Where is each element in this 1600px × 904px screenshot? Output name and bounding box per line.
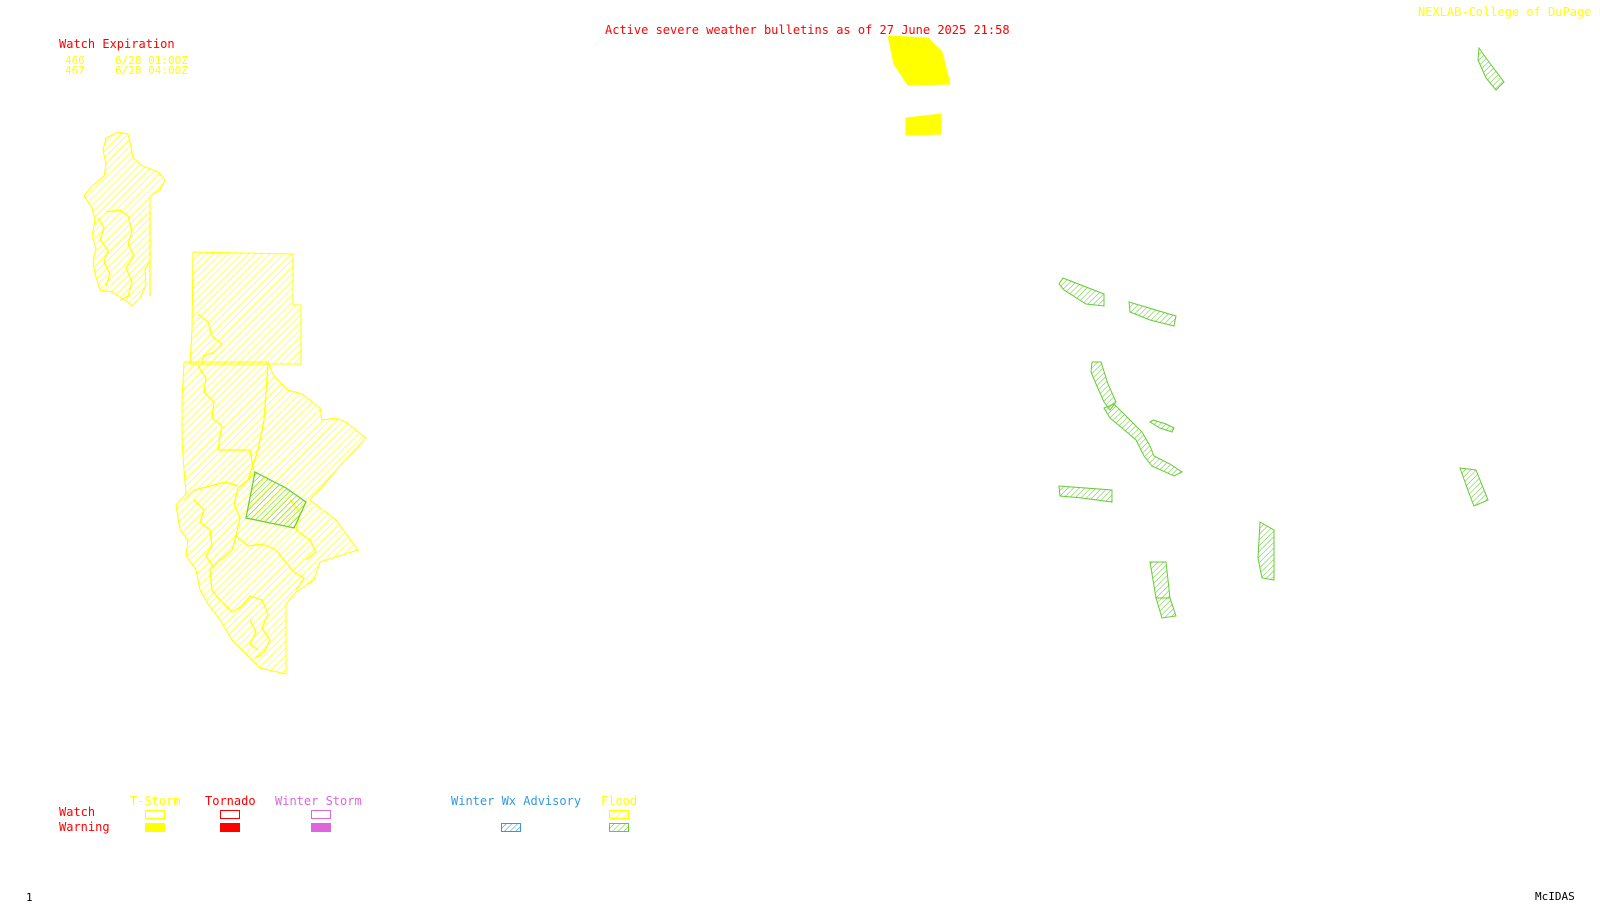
tstorm-warning-south bbox=[905, 113, 942, 136]
tstorm-warnings bbox=[887, 35, 951, 136]
watch-expires: 6/28 01:00Z bbox=[115, 54, 188, 67]
flood-watch-swatch bbox=[609, 810, 629, 819]
watch-area-upper-block bbox=[189, 251, 302, 365]
flood-warning-area bbox=[1058, 485, 1113, 503]
watch-area-north bbox=[83, 131, 166, 307]
flood-warning-area bbox=[1149, 561, 1171, 599]
legend-tornado-label: Tornado bbox=[205, 794, 256, 808]
watch-expires: 6/28 04:00Z bbox=[115, 64, 188, 77]
legend-flood-label: Flood bbox=[601, 794, 638, 808]
tstorm-warning-swatch bbox=[145, 823, 165, 832]
watch-expiration-heading: Watch Expiration bbox=[59, 37, 175, 51]
legend-winter-storm-label: Winter Storm bbox=[275, 794, 362, 808]
legend-warning-label: Warning bbox=[59, 820, 110, 834]
legend-watch-label: Watch bbox=[59, 805, 96, 819]
flood-warning-area bbox=[1155, 597, 1177, 619]
flood-warning-area bbox=[1058, 277, 1105, 307]
tornado-warning-swatch bbox=[220, 823, 240, 832]
winter-storm-warning-swatch bbox=[311, 823, 331, 832]
flood-warnings bbox=[1058, 46, 1505, 619]
watch-id: 466 bbox=[65, 54, 85, 67]
tstorm-watch-swatch bbox=[145, 810, 165, 819]
winter-advisory-swatch bbox=[501, 823, 521, 832]
flood-warning-area bbox=[1149, 419, 1175, 433]
winter-storm-watch-swatch bbox=[311, 810, 331, 819]
flood-warning-area bbox=[1257, 521, 1275, 581]
flood-warning-area bbox=[1477, 46, 1505, 91]
watch-id: 467 bbox=[65, 64, 85, 77]
flood-warning-area bbox=[1128, 301, 1177, 327]
flood-warning-west-area bbox=[245, 471, 307, 529]
tornado-watch-swatch bbox=[220, 810, 240, 819]
frame-number: 1 bbox=[26, 891, 33, 904]
tstorm-warning-north bbox=[887, 35, 951, 86]
credit-label: NEXLAB-College of DuPage E bbox=[1418, 5, 1600, 19]
page-title: Active severe weather bulletins as of 27… bbox=[605, 23, 1010, 37]
tstorm-watch-areas bbox=[83, 131, 367, 675]
software-label: McIDAS bbox=[1535, 890, 1575, 903]
flood-warning-area bbox=[1459, 467, 1489, 507]
flood-warning-area bbox=[1090, 361, 1117, 411]
flood-warning-swatch bbox=[609, 823, 629, 832]
flood-warning-area bbox=[1103, 403, 1183, 477]
legend-tstorm-label: T-Storm bbox=[130, 794, 181, 808]
legend-winter-advisory-label: Winter Wx Advisory bbox=[451, 794, 582, 808]
